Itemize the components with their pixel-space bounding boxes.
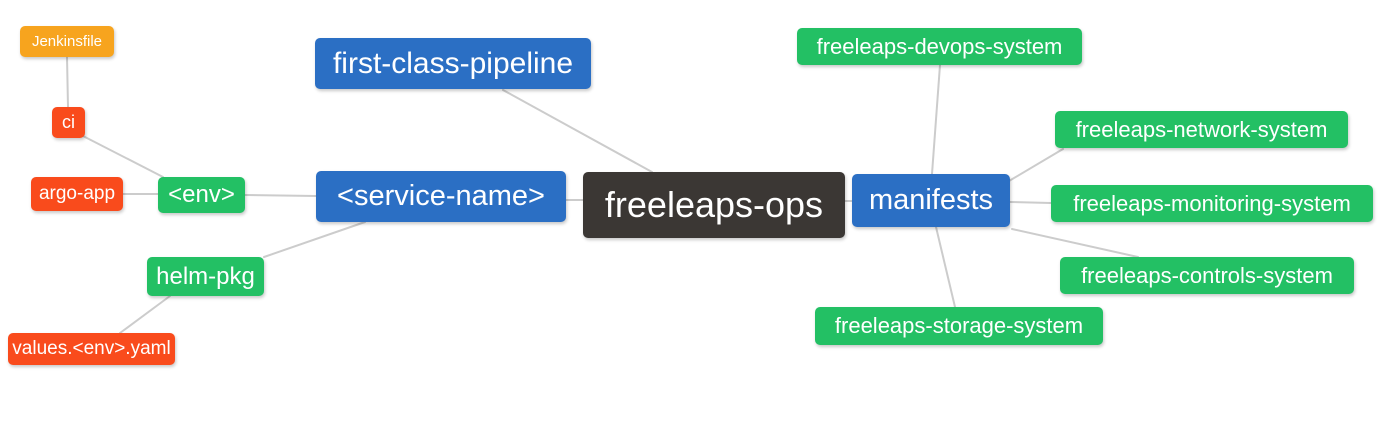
node-network-system[interactable]: freeleaps-network-system bbox=[1055, 111, 1348, 148]
edge-manifests-monitoring bbox=[1009, 201, 1052, 204]
edge-manifests-storage bbox=[935, 226, 956, 308]
node-first-class-pipeline[interactable]: first-class-pipeline bbox=[315, 38, 591, 89]
node-env[interactable]: <env> bbox=[158, 177, 245, 213]
node-devops-system[interactable]: freeleaps-devops-system bbox=[797, 28, 1082, 65]
node-manifests[interactable]: manifests bbox=[852, 174, 1010, 227]
edge-helm-pkg-values bbox=[119, 295, 171, 334]
node-helm-pkg[interactable]: helm-pkg bbox=[147, 257, 264, 296]
node-service-name[interactable]: <service-name> bbox=[316, 171, 566, 222]
node-monitoring-system[interactable]: freeleaps-monitoring-system bbox=[1051, 185, 1373, 222]
edge-manifests-devops bbox=[931, 64, 941, 175]
node-jenkinsfile[interactable]: Jenkinsfile bbox=[20, 26, 114, 57]
edge-ci-env bbox=[82, 135, 164, 178]
node-freeleaps-ops[interactable]: freeleaps-ops bbox=[583, 172, 845, 238]
edge-manifests-controls bbox=[1011, 228, 1139, 258]
node-ci[interactable]: ci bbox=[52, 107, 85, 138]
node-storage-system[interactable]: freeleaps-storage-system bbox=[815, 307, 1103, 345]
node-argo-app[interactable]: argo-app bbox=[31, 177, 123, 211]
edge-manifests-network bbox=[1008, 148, 1064, 182]
node-values-env-yaml[interactable]: values.<env>.yaml bbox=[8, 333, 175, 365]
edge-env-service-name bbox=[244, 194, 317, 197]
node-controls-system[interactable]: freeleaps-controls-system bbox=[1060, 257, 1354, 294]
edge-jenkinsfile-ci bbox=[66, 56, 69, 108]
edge-service-name-helm-pkg bbox=[263, 221, 366, 258]
edge-pipeline-freeleaps-ops bbox=[502, 89, 653, 173]
